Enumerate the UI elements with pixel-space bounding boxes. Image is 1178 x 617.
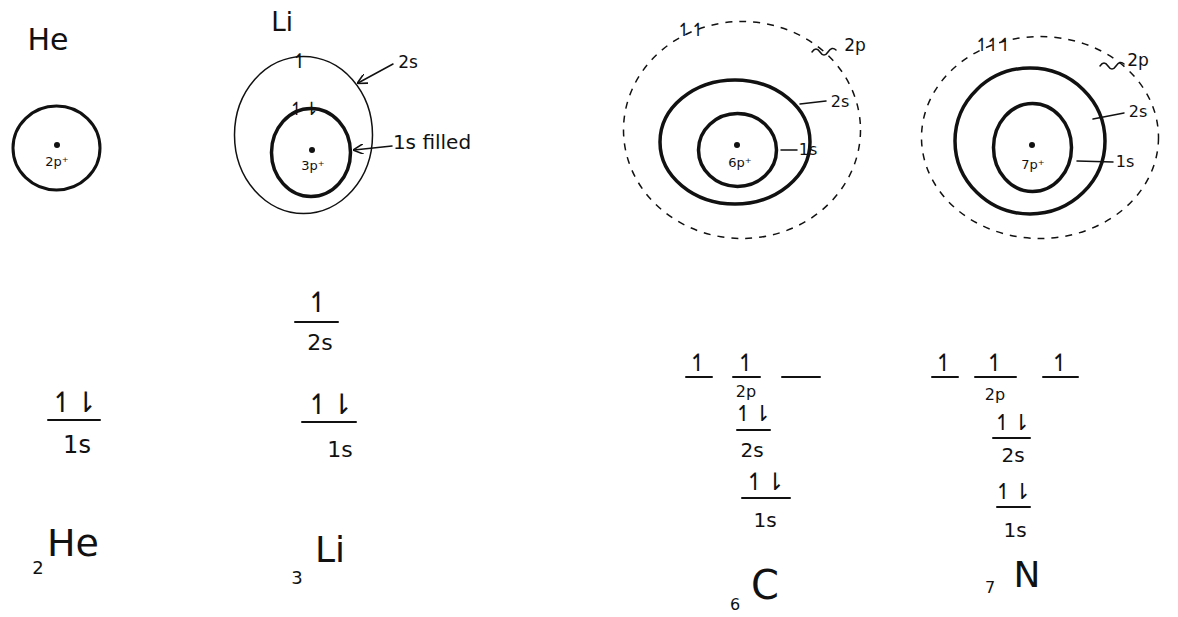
annotation-text: N [1014,557,1041,593]
shell-ring [272,109,351,197]
nucleus-dot [54,142,60,148]
nucleus-dot [1029,142,1035,148]
annotation-text: Li [271,9,293,35]
shell-text: ↿ [676,21,691,39]
shell-outline [268,105,354,200]
orbital-slot [737,429,770,431]
annotation-text: ↿ [736,351,756,375]
orbital-slot [782,376,820,378]
orbital-slot [993,437,1030,439]
shell-text: ↿ [292,51,309,71]
shell-ring [922,37,1159,239]
orbital-slot [742,497,790,499]
annotation-text: ↿⇂ [735,403,772,425]
annotation-text: 2p [844,37,866,54]
shell-outline [10,103,103,193]
shell-outline [233,55,374,215]
orbital-slot [975,376,1016,378]
leader-line [1077,161,1113,162]
annotation-text: 2s [831,94,850,110]
shell-text: 6p⁺ [728,156,751,169]
annotation-text: ↿⇂ [995,481,1032,503]
annotation-text: 1s [799,142,818,158]
shell-text: 3p⁺ [301,159,324,172]
electron-shell: ↿↿⇂3p⁺ [233,55,374,215]
orbital-slot [686,376,712,378]
shell-ring [235,57,373,214]
annotation-text: ↿ [688,351,708,375]
annotation-text: 1s [327,439,352,461]
annotation-text: ↿⇂ [307,391,354,419]
annotation-text: 1s [1003,520,1026,540]
shell-text: ↿ [997,36,1012,54]
annotation-text: ↿⇂ [994,412,1031,434]
leader-arrow [358,64,393,83]
orbital-slot [48,419,100,421]
shell-text: 2p⁺ [45,155,68,168]
shell-ring [955,68,1105,214]
electron-shell: 7p⁺ [990,100,1075,195]
electron-shell: ↿⇂3p⁺ [268,105,354,200]
orbital-slot [932,376,958,378]
leader-line [1093,113,1124,119]
leader-squiggle [812,48,836,55]
annotation-text: 2 [32,559,43,577]
shell-outline [990,100,1075,195]
annotation-text: He [47,524,99,562]
shell-ring [699,114,777,187]
leader-line [800,101,826,104]
annotation-text: ↿ [1050,351,1070,375]
annotation-text: 2p [1127,52,1149,69]
annotation-text: 2s [1001,445,1024,465]
shell-ring [13,106,100,190]
shell-text: 7p⁺ [1021,158,1044,171]
shell-ring [994,104,1072,192]
annotation-text: 6 [730,597,740,613]
orbital-slots [48,322,1078,507]
leader-line [781,149,797,151]
annotation-text: 1s filled [393,132,471,152]
orbital-slot [302,421,356,423]
annotation-text: C [751,565,779,605]
annotation-text: 3 [291,569,302,587]
annotation-text: 2s [307,332,332,354]
orbital-slot [733,376,760,378]
annotation-text: 1s [63,433,91,457]
orbital-slot [1043,376,1078,378]
nucleus-dot [309,147,315,153]
annotation-text: 7 [985,580,995,596]
annotation-text: 1s [1116,154,1135,170]
nucleus-dot [734,142,740,148]
shell-text: ↿⇂ [289,100,319,118]
shell-text: ↿ [690,21,705,39]
shell-outline [920,35,1160,240]
annotation-text: 2p [736,384,756,400]
shell-outline [622,20,862,240]
annotation-text: 2s [398,54,418,71]
annotation-text: 2p [985,387,1005,403]
orbital-slot [295,321,338,323]
annotation-text: 2s [1129,104,1148,120]
annotation-text: He [27,25,68,55]
annotation-text: 1s [753,510,776,530]
annotation-text: ↿⇂ [745,470,785,494]
orbital-slot [997,506,1030,508]
shell-ring [660,80,810,204]
annotation-text: 2s [740,440,763,460]
leader-arrow [354,146,392,150]
annotation-text: ↿⇂ [51,389,98,417]
orbital-cloud: ↿↿↿7p⁺ [920,35,1160,240]
orbital-cloud: ↿↿ 6p⁺ [622,20,862,240]
annotation-text: ↿ [985,351,1005,375]
leader-lines [354,48,1124,162]
annotation-text: Li [315,532,345,568]
annotation-text: ↿ [306,289,329,317]
shell-outline [695,110,780,190]
shell-ring [624,22,861,239]
electron-shell: 6p⁺ [695,110,780,190]
electron-shell: 2p⁺ [10,103,103,193]
annotation-text: ↿ [934,351,954,375]
